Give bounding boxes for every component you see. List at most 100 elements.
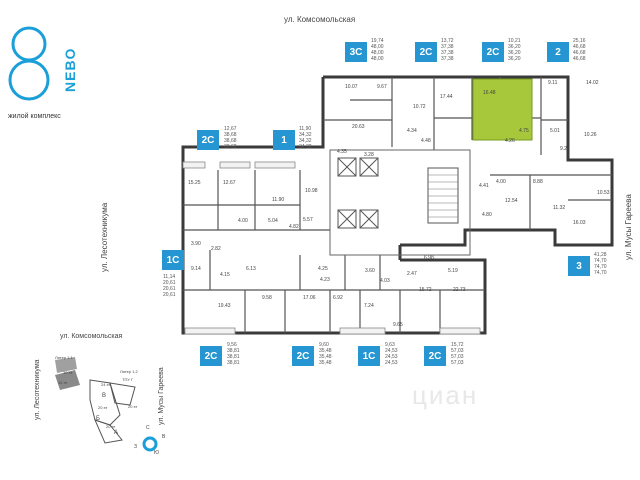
room-label: 9.22: [560, 146, 570, 152]
watermark: циан: [412, 380, 479, 410]
minimap-label: Б: [96, 416, 100, 422]
brand-subtitle: жилой комплекс: [8, 113, 61, 120]
room-label: 4.48: [421, 138, 431, 144]
minimap-label: А: [114, 430, 119, 436]
minimap-label: Литер 1.2: [120, 369, 138, 374]
apartment-badge[interactable]: 1: [273, 130, 295, 150]
room-label: 7.24: [364, 303, 374, 309]
room-label: 5.04: [268, 218, 278, 224]
apartment-badge[interactable]: 1С: [162, 250, 184, 270]
elevator: [359, 209, 379, 229]
apartment-badge[interactable]: 2С: [482, 42, 504, 62]
corridor: [329, 149, 471, 256]
room-label: 17.06: [303, 295, 316, 301]
room-label: 10.26: [584, 132, 597, 138]
room-label: 11.32: [553, 205, 566, 211]
minimap-label: 12 эт: [58, 380, 68, 385]
minimap-label: 24 эт: [101, 382, 111, 387]
minimap-label: ТПУ Г: [122, 377, 134, 382]
room-label: 4.25: [318, 266, 328, 272]
room-label: 9.14: [191, 266, 201, 272]
room-label: 10.72: [413, 104, 426, 110]
area-value: 20,61: [163, 286, 176, 292]
room-label: 3.90: [191, 241, 201, 247]
highlighted-apartment: [472, 78, 533, 141]
elevator: [337, 157, 357, 177]
room-label: 12.54: [505, 198, 518, 204]
room-label: 4.35: [337, 149, 347, 155]
room-label: 20.63: [352, 124, 365, 130]
compass-north: С: [146, 425, 150, 431]
room-label: 15.72: [419, 287, 432, 293]
apartment-badge[interactable]: 3С: [345, 42, 367, 62]
minimap-label: В: [102, 393, 107, 399]
apartment-badge[interactable]: 3: [568, 256, 590, 276]
compass-east: В: [162, 434, 166, 440]
room-label: 4.80: [482, 212, 492, 218]
wall-lower-outline: [181, 77, 487, 335]
compass-west: З: [134, 444, 138, 450]
room-label: 6.98: [424, 255, 434, 261]
room-label: 5.19: [448, 268, 458, 274]
room-label: 4.82: [289, 224, 299, 230]
room-label: 4.34: [407, 128, 417, 134]
minimap-right-street: ул. Мусы Гареева: [158, 367, 165, 425]
room-label: 9.65: [393, 322, 403, 328]
room-label: 4.15: [220, 272, 230, 278]
area-value: 20,61: [163, 292, 176, 298]
room-label: 4.00: [238, 218, 248, 224]
balcony: [182, 161, 206, 169]
logo-eight-icon: [8, 26, 50, 101]
minimap-label: Литер 1.1: [55, 355, 73, 360]
apartment-badge[interactable]: 2: [547, 42, 569, 62]
room-label: 14.02: [586, 80, 599, 86]
room-label: 16.03: [573, 220, 586, 226]
apartment-badge[interactable]: 2С: [424, 346, 446, 366]
room-label: 9.67: [377, 84, 387, 90]
room-label: 4.00: [496, 179, 506, 185]
room-label: 6.13: [246, 266, 256, 272]
room-label: 4.03: [380, 278, 390, 284]
room-label: 10.53: [597, 190, 610, 196]
compass-icon: [142, 436, 158, 452]
minimap-buildings: [55, 357, 136, 444]
minimap-street: ул. Комсомольская: [60, 333, 123, 340]
apartment-badge[interactable]: 2С: [200, 346, 222, 366]
apartment-badge[interactable]: 2С: [292, 346, 314, 366]
minimap-label: 20 эт: [98, 405, 108, 410]
area-value: 11,14: [163, 274, 176, 280]
minimap-label: 20 эт: [106, 424, 116, 429]
room-label: 8.88: [533, 179, 543, 185]
apartment-badge[interactable]: 2С: [415, 42, 437, 62]
room-label: 17.44: [440, 94, 453, 100]
room-label: 15.25: [188, 180, 201, 186]
room-label: 5.01: [550, 128, 560, 134]
compass-south: Ю: [154, 450, 160, 456]
minimap-label: 20 эт: [128, 404, 138, 409]
elevator: [359, 157, 379, 177]
room-label: 3.60: [365, 268, 375, 274]
room-label: 10.07: [345, 84, 358, 90]
room-label: 3.28: [364, 152, 374, 158]
minimap-label: 10 эт: [63, 370, 73, 375]
apartment-badge[interactable]: 2С: [197, 130, 219, 150]
room-label: 10.98: [305, 188, 318, 194]
room-label: 12.67: [223, 180, 236, 186]
stairs: [427, 167, 459, 224]
minimap-left-street: ул. Лесотехникума: [34, 359, 41, 420]
apartment-badge[interactable]: 1С: [358, 346, 380, 366]
room-label: 2.47: [407, 271, 417, 277]
wall-upper-outline: [323, 75, 614, 247]
room-label: 4.23: [320, 277, 330, 283]
room-label: 19.43: [218, 303, 231, 309]
